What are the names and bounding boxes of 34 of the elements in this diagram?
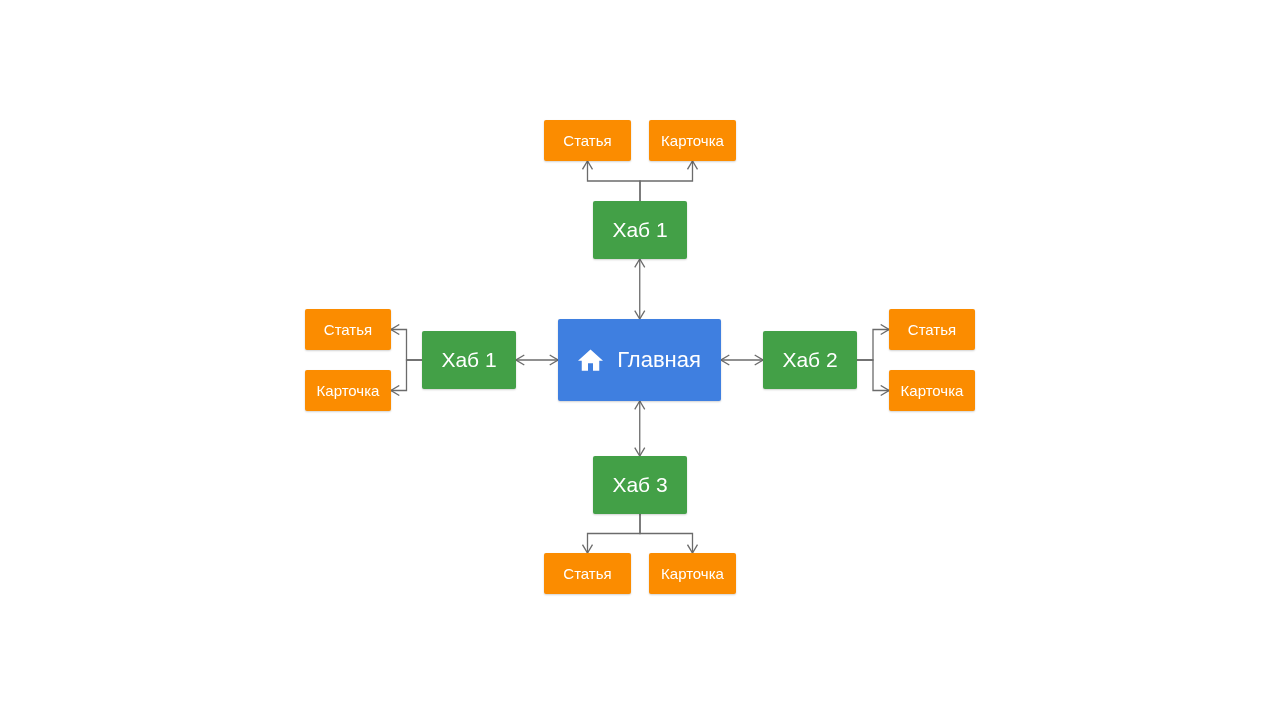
arrow [856,359,890,397]
node-label: Хаб 3 [612,472,668,498]
node-label: Статья [907,320,957,339]
node-label: Статья [563,564,612,583]
page-box [649,553,736,594]
page-box [305,309,391,350]
node-label: Хаб 1 [612,217,668,243]
hub-box [593,201,687,259]
double-arrow [634,400,646,457]
node-label: Хаб 1 [441,347,497,373]
arrow [639,513,699,554]
double-arrow [720,354,764,366]
page-box [305,370,391,411]
node-label: Карточка [661,564,724,583]
arrow [390,359,423,397]
home-box [558,319,721,401]
page-box [544,553,631,594]
node-label: Статья [323,320,373,339]
page-box [889,309,975,350]
double-arrow [634,258,646,320]
hub-box [422,331,516,389]
page-box [649,120,736,161]
node-label: Карточка [661,131,724,150]
page-box [544,120,631,161]
double-arrow [515,354,559,366]
page-box [889,370,975,411]
node-label: Главная [617,347,701,373]
node-label: Хаб 2 [782,347,838,373]
hub-box [593,456,687,514]
node-label: Карточка [316,381,380,400]
hub-box [763,331,857,389]
node-label: Статья [563,131,612,150]
node-label: Карточка [900,381,964,400]
arrow [639,160,699,202]
